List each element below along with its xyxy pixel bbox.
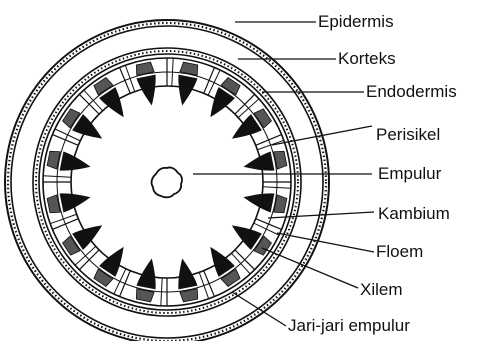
label-endodermis: Endodermis: [366, 83, 457, 100]
label-floem: Floem: [376, 243, 423, 260]
pith-ray-line: [52, 219, 78, 230]
pith-ray-line: [50, 214, 76, 223]
pith-ray-line: [172, 58, 173, 86]
pith-ray-line: [204, 67, 215, 93]
pith-ray-line: [120, 67, 131, 93]
pith-ray-line: [161, 278, 162, 306]
pith-ray-line: [120, 271, 131, 297]
pith-ray-line: [263, 187, 291, 188]
label-kambium: Kambium: [378, 205, 450, 222]
label-perisikel: Perisikel: [376, 126, 440, 143]
empulur-center: [152, 167, 182, 197]
pith-ray-line: [199, 272, 208, 298]
label-jari-jari-empulur: Jari-jari empulur: [288, 317, 410, 334]
pith-ray-line: [204, 271, 215, 297]
pith-ray-line: [52, 135, 78, 146]
pith-ray-line: [125, 65, 134, 91]
label-korteks: Korteks: [338, 50, 396, 67]
label-epidermis: Epidermis: [318, 13, 394, 30]
pith-ray-line: [43, 176, 71, 177]
label-xilem: Xilem: [360, 281, 403, 298]
pith-ray-line: [257, 140, 283, 149]
label-empulur: Empulur: [378, 165, 441, 182]
pith-ray-line: [256, 219, 282, 230]
